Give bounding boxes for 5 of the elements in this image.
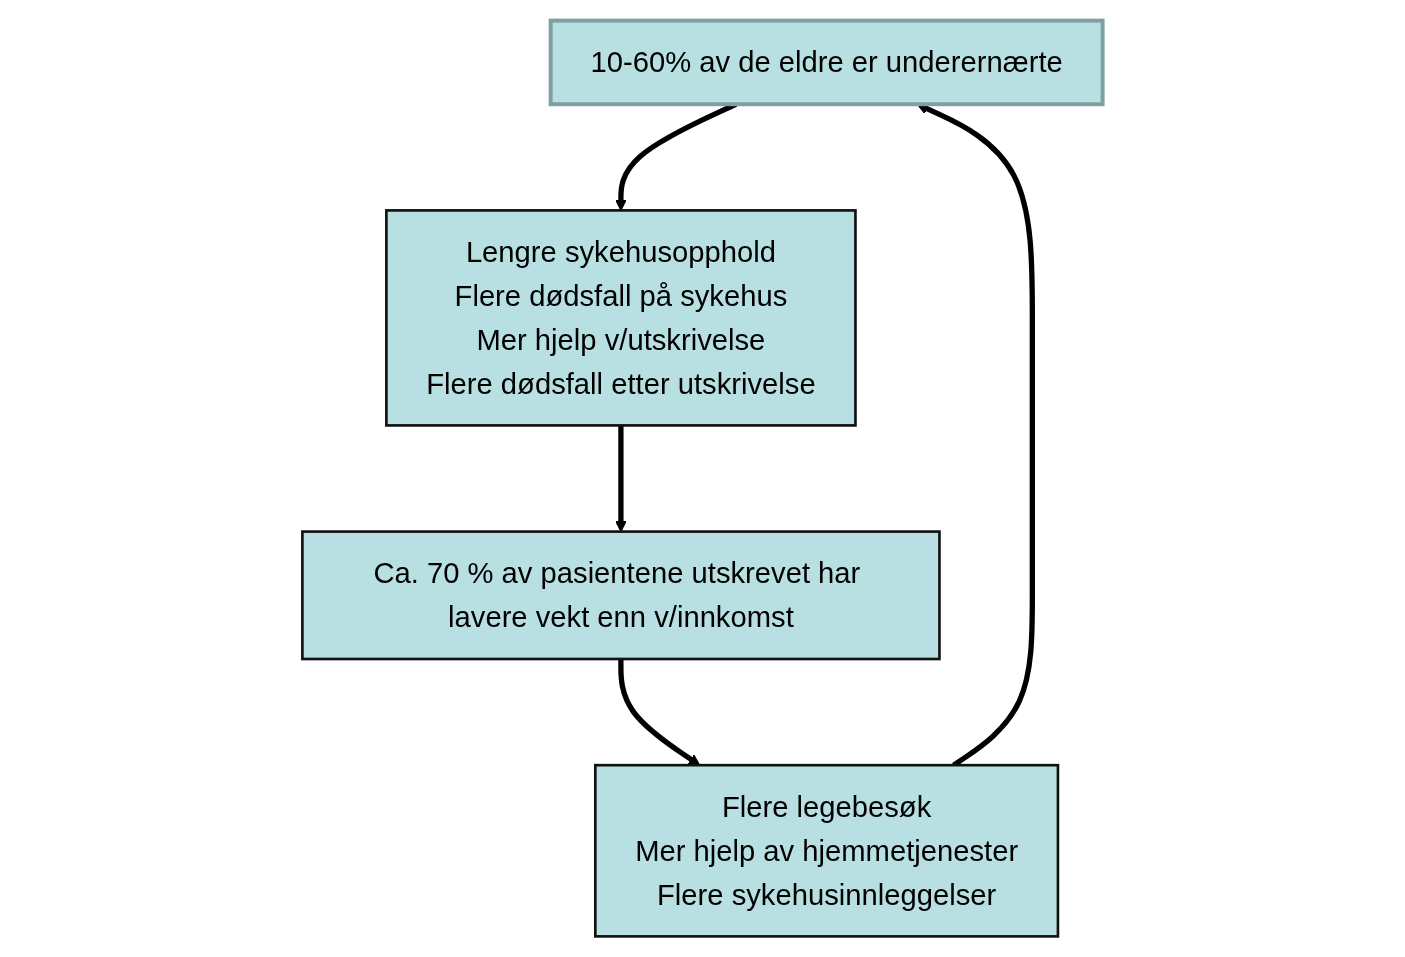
node-box: 10-60% av de eldre er underernærte — [548, 18, 1105, 107]
arrow — [618, 659, 701, 766]
node-box: Lengre sykehusopphold Flere dødsfall på sykehus Mer hjelp v/utskrivelse Flere dødsfall etter utskrivelse — [385, 209, 857, 427]
node-box: Flere legebesøk Mer hjelp av hjemmetjenester Flere sykehusinnleggelser — [594, 763, 1060, 938]
node-box: Ca. 70 % av pasientene utskrevet har lavere vekt enn v/innkomst — [301, 530, 941, 661]
